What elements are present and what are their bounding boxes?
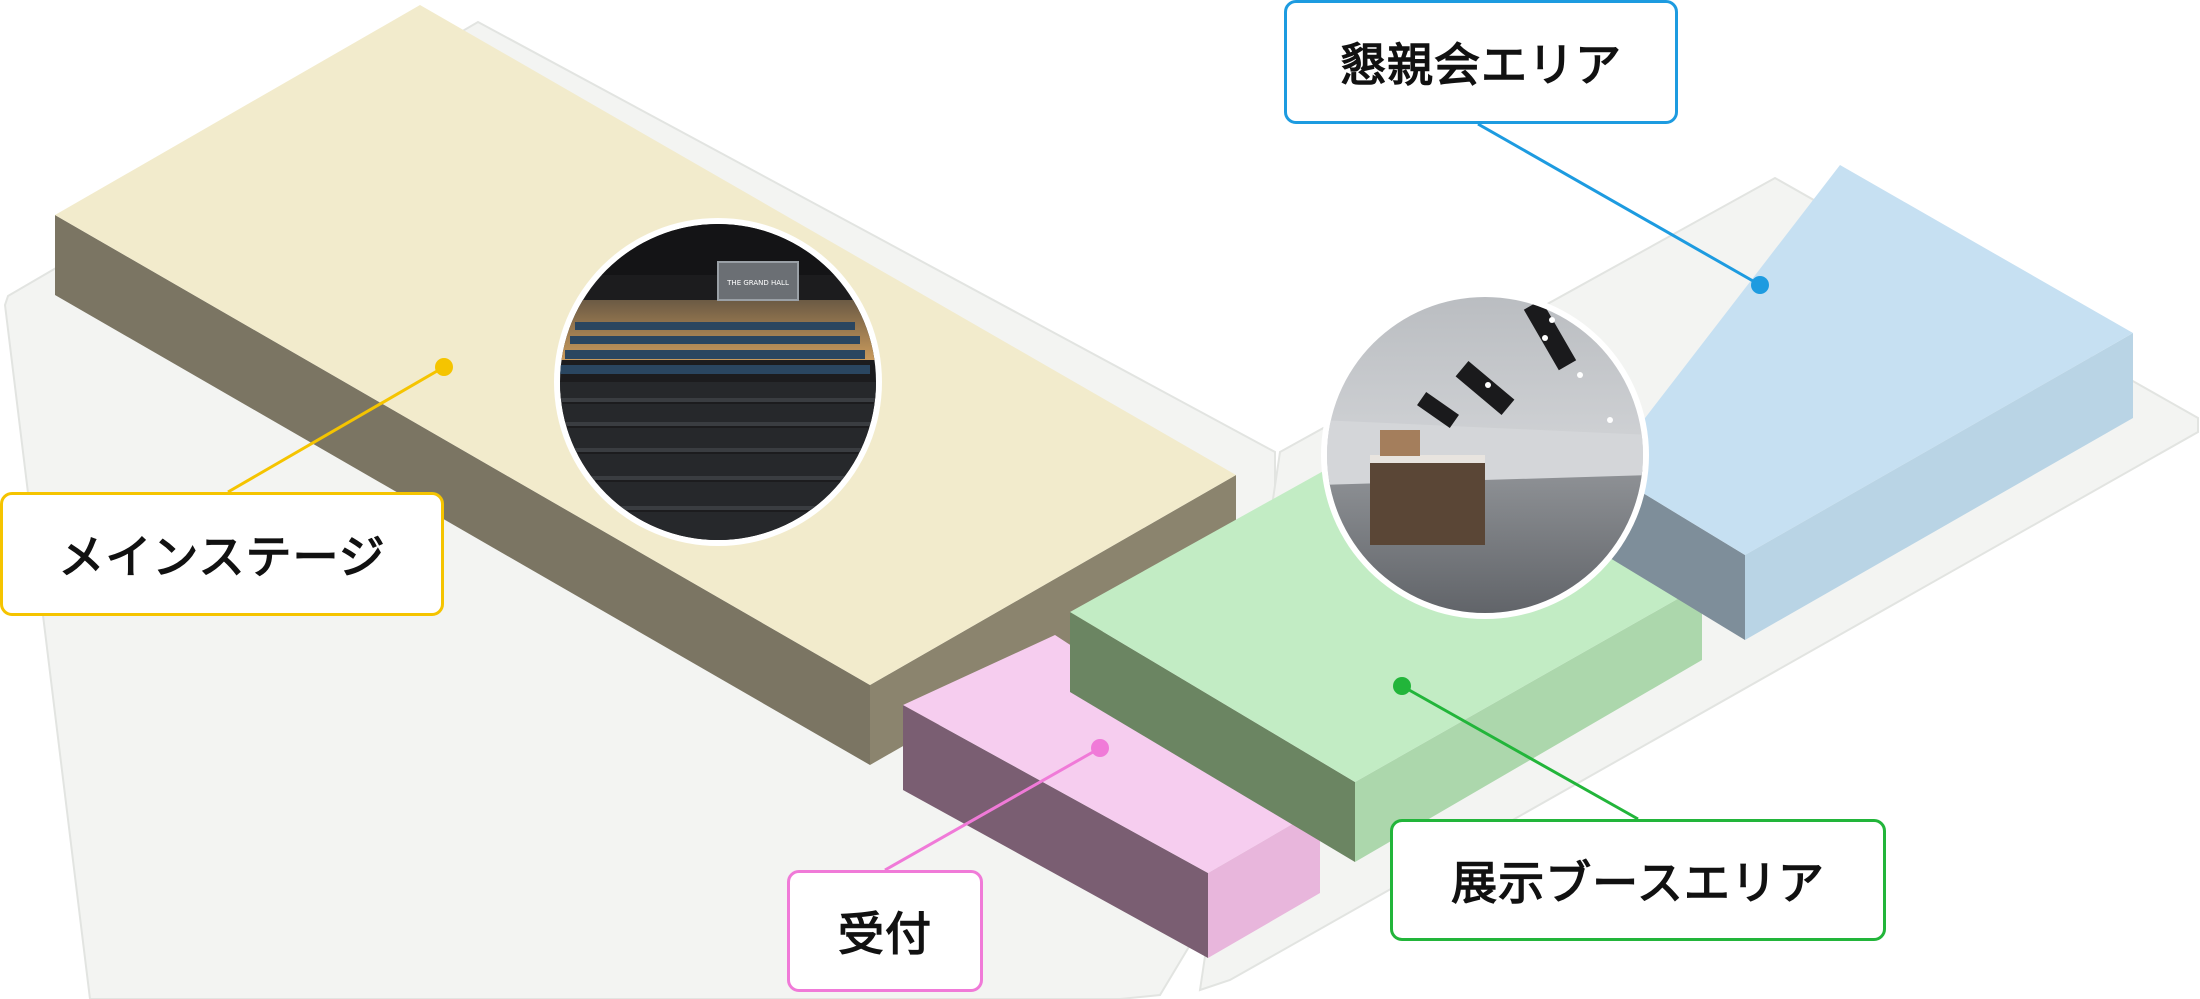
hall-screen <box>717 261 799 301</box>
leader-line-main <box>227 365 445 494</box>
leader-line-booth <box>1401 684 1639 821</box>
photo-foyer[interactable] <box>1320 290 1650 620</box>
reception-side-right <box>1208 808 1320 958</box>
reception-block[interactable] <box>903 635 1320 958</box>
hall-desk-rows <box>560 322 870 374</box>
label-booth-area[interactable]: 展示ブースエリア <box>1390 819 1886 941</box>
label-party-area[interactable]: 懇親会エリア <box>1284 0 1678 124</box>
main-stage-side-left <box>55 215 870 765</box>
party-block[interactable] <box>1605 165 2133 640</box>
dot-booth <box>1393 677 1411 695</box>
foyer-ceiling-lights <box>1417 299 1577 429</box>
reception-top <box>903 635 1320 873</box>
label-reception[interactable]: 受付 <box>787 870 983 992</box>
hall-screen-text: THE GRAND HALL <box>726 279 789 287</box>
party-top <box>1605 165 2133 555</box>
label-main-stage[interactable]: メインステージ <box>0 492 444 616</box>
dot-main <box>435 358 453 376</box>
dot-recep <box>1091 739 1109 757</box>
leader-line-party <box>1477 122 1761 287</box>
booth-side-right <box>1355 585 1702 862</box>
leader-lines <box>227 122 1769 872</box>
reception-side-left <box>903 705 1208 958</box>
party-side-left <box>1605 470 1745 640</box>
booth-side-left <box>1070 612 1355 862</box>
leader-line-recep <box>884 746 1101 872</box>
foyer-reception-desk <box>1370 455 1485 545</box>
party-side-right <box>1745 333 2133 640</box>
dot-party <box>1751 276 1769 294</box>
